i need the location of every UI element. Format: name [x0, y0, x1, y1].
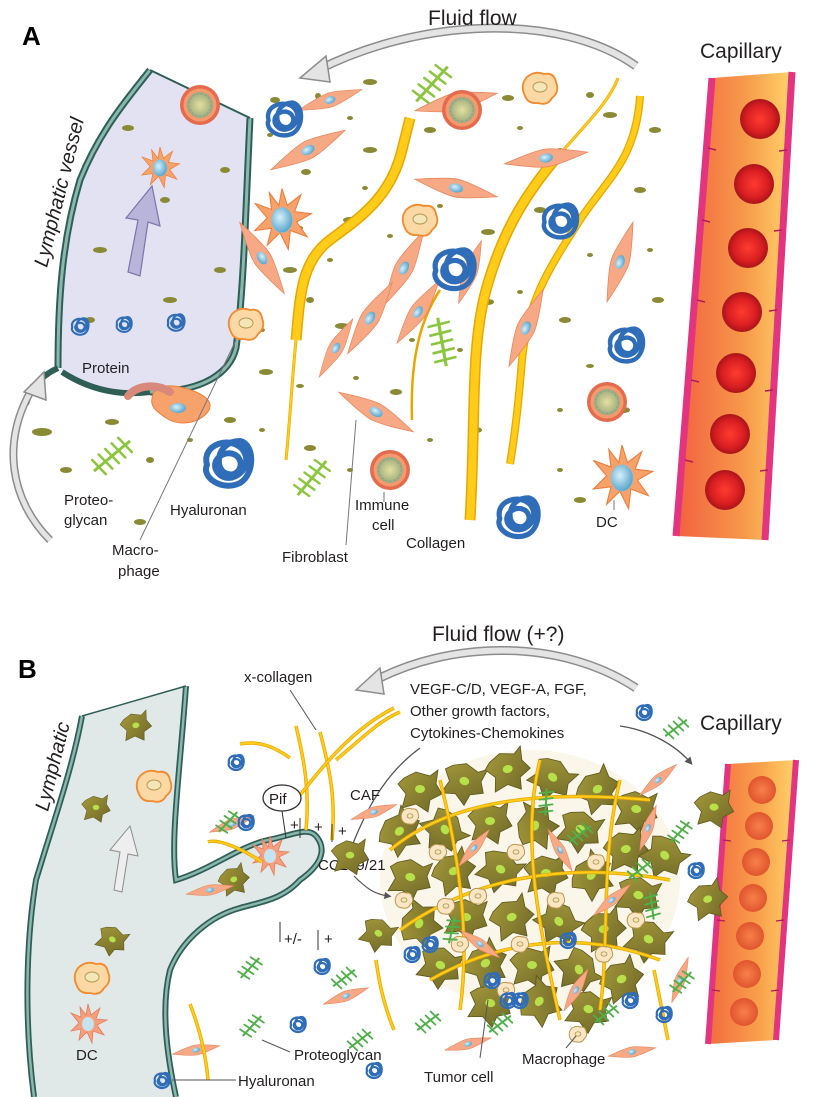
fluid-flow-label-a: Fluid flow — [428, 7, 518, 30]
macrophage-a3 — [227, 307, 265, 341]
panel-b-letter: B — [18, 654, 37, 684]
proteoglycan-label-a-2: glycan — [64, 512, 107, 529]
immune-cell-a2 — [586, 381, 628, 423]
x-collagen-label: x-collagen — [244, 669, 312, 686]
leader-lines-a — [139, 339, 615, 546]
capillary-label-a: Capillary — [700, 40, 782, 63]
collagen-fibers-a — [284, 77, 644, 521]
plus-3: + — [338, 823, 347, 840]
macrophage-label-a-1: Macro- — [112, 542, 159, 559]
tumor-mass — [369, 744, 695, 1043]
plus-4: + — [324, 931, 333, 948]
red-blood-cells-a — [705, 99, 780, 510]
dendritic-cell-a1 — [254, 187, 312, 250]
immune-cell-a1 — [441, 89, 483, 131]
lymphatic-vessel-a — [23, 67, 254, 405]
pif-label: Pif — [269, 791, 287, 808]
plus-2: + — [314, 819, 323, 836]
leader-lines-b — [172, 999, 577, 1081]
immune-cell-label-1: Immune — [355, 497, 409, 514]
factors-line-3: Cytokines-Chemokines — [410, 725, 564, 742]
proteoglycan-label-a-1: Proteo- — [64, 492, 113, 509]
proteoglycan-label-b: Proteoglycan — [294, 1047, 382, 1064]
regulation-signs — [279, 818, 333, 950]
immune-cell-label-2: cell — [372, 517, 395, 534]
macrophage-a1 — [521, 71, 559, 105]
fluid-flow-arrow-a — [298, 23, 639, 83]
collagen-label: Collagen — [406, 535, 465, 552]
red-blood-cells-b — [730, 776, 776, 1026]
factors-line-2: Other growth factors, — [410, 703, 550, 720]
lymphatic-vessel-b — [24, 685, 325, 1097]
inflow-arrow-a — [9, 370, 53, 543]
fluid-flow-arrow-b — [354, 646, 639, 695]
panel-a-letter: A — [22, 21, 41, 51]
plus-1: + — [290, 817, 299, 834]
plus-minus: +/- — [284, 931, 302, 948]
factors-line-1: VEGF-C/D, VEGF-A, FGF, — [410, 681, 587, 698]
hyaluronan-label-b: Hyaluronan — [238, 1073, 315, 1090]
macrophage-a2 — [401, 203, 439, 237]
fibroblast-label: Fibroblast — [282, 549, 349, 566]
dc-label-b: DC — [76, 1047, 98, 1064]
x-collagen-leader — [289, 689, 317, 731]
caf-label: CAF — [350, 787, 380, 804]
collagen-fibers-b — [188, 741, 670, 1081]
pif-connector — [281, 810, 287, 839]
immune-cell-a3 — [369, 449, 411, 491]
migrating-cell-a — [124, 382, 211, 424]
macrophage-label-a-2: phage — [118, 563, 160, 580]
factor-arrow-left — [349, 747, 421, 850]
factor-arrow-right — [619, 725, 693, 765]
dendritic-cell-a2 — [592, 444, 654, 510]
capillary-label-b: Capillary — [700, 712, 782, 735]
dc-label-a: DC — [596, 514, 618, 531]
fluid-flow-label-b: Fluid flow (+?) — [432, 623, 564, 646]
protein-label: Protein — [82, 360, 130, 377]
panel-a: A Fluid flow Capillary — [9, 7, 796, 580]
tumor-cell-label: Tumor cell — [424, 1069, 493, 1086]
ccl-arrow — [353, 875, 392, 900]
hyaluronan-label-a: Hyaluronan — [170, 502, 247, 519]
x-collagen-fibers — [294, 706, 401, 841]
capillary-a — [672, 71, 796, 541]
capillary-b — [682, 759, 799, 1045]
macrophage-label-b: Macrophage — [522, 1051, 605, 1068]
panel-b: B Fluid flow (+?) VEGF-C/D, VEGF-A, FGF,… — [18, 623, 799, 1097]
